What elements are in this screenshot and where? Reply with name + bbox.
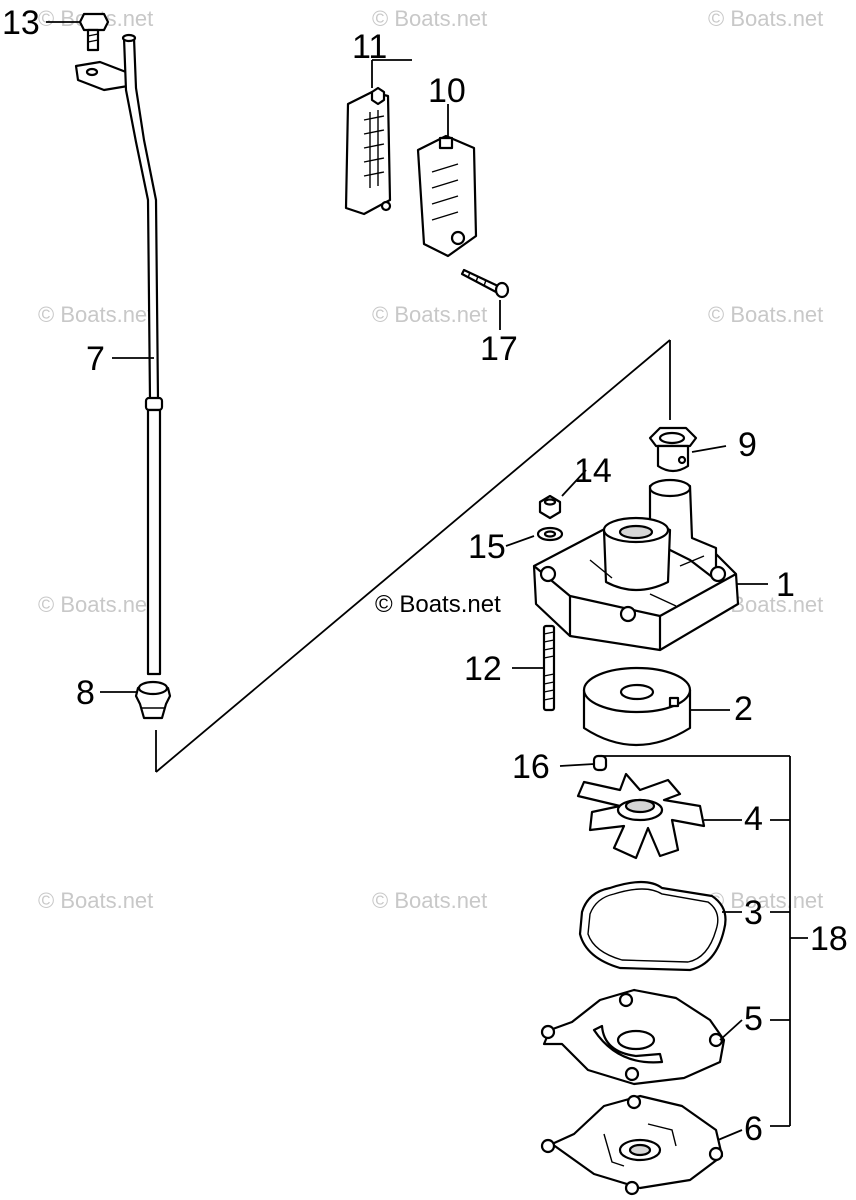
leader-lines <box>46 21 808 1141</box>
center-watermark: © Boats.net <box>375 591 501 618</box>
part-17-screw[interactable] <box>460 268 510 299</box>
callout-15: 15 <box>468 528 506 566</box>
part-14-nut[interactable] <box>538 494 562 520</box>
callout-13: 13 <box>2 4 40 42</box>
part-6-plate[interactable] <box>540 1094 724 1196</box>
part-2-liner[interactable] <box>582 666 692 746</box>
callout-9: 9 <box>738 426 757 464</box>
callout-7: 7 <box>86 340 105 378</box>
watermark: © Boats.net <box>38 888 153 913</box>
watermark: © Boats.net <box>372 302 487 327</box>
watermark: © Boats.net <box>708 302 823 327</box>
callout-18: 18 <box>810 920 848 958</box>
callout-2: 2 <box>734 690 753 728</box>
watermark: © Boats.net <box>38 592 153 617</box>
callout-17: 17 <box>480 330 518 368</box>
callout-5: 5 <box>744 1000 763 1038</box>
callout-8: 8 <box>76 674 95 712</box>
callout-11: 11 <box>352 28 387 66</box>
callout-3: 3 <box>744 894 763 932</box>
watermark: © Boats.net <box>708 888 823 913</box>
callout-1: 1 <box>776 566 795 604</box>
part-15-washer[interactable] <box>536 526 564 542</box>
watermark: © Boats.net <box>372 888 487 913</box>
part-10-plate[interactable] <box>416 134 478 258</box>
part-3-o-ring[interactable] <box>578 880 727 972</box>
part-7-water-tube[interactable] <box>74 33 164 676</box>
part-8-grommet[interactable] <box>134 680 172 720</box>
watermark: © Boats.net <box>372 6 487 31</box>
callout-labels: 13 11 10 17 7 9 14 15 1 12 2 8 16 4 3 18… <box>2 4 848 1148</box>
part-13-bolt[interactable] <box>78 12 110 52</box>
part-9-seal[interactable] <box>648 426 698 473</box>
part-11-plate[interactable] <box>344 86 392 216</box>
part-12-stud[interactable] <box>542 624 556 712</box>
callout-14: 14 <box>574 452 612 490</box>
part-1-pump-housing[interactable] <box>532 478 740 652</box>
part-5-gasket[interactable] <box>540 988 726 1086</box>
callout-16: 16 <box>512 748 550 786</box>
watermark: © Boats.net <box>708 6 823 31</box>
part-4-impeller[interactable] <box>576 772 706 860</box>
callout-6: 6 <box>744 1110 763 1148</box>
watermark: © Boats.net <box>38 302 153 327</box>
callout-10: 10 <box>428 72 466 110</box>
callout-4: 4 <box>744 800 763 838</box>
part-16-key[interactable] <box>592 754 608 772</box>
callout-12: 12 <box>464 650 502 688</box>
watermarks: © Boats.net © Boats.net © Boats.net © Bo… <box>38 6 823 913</box>
